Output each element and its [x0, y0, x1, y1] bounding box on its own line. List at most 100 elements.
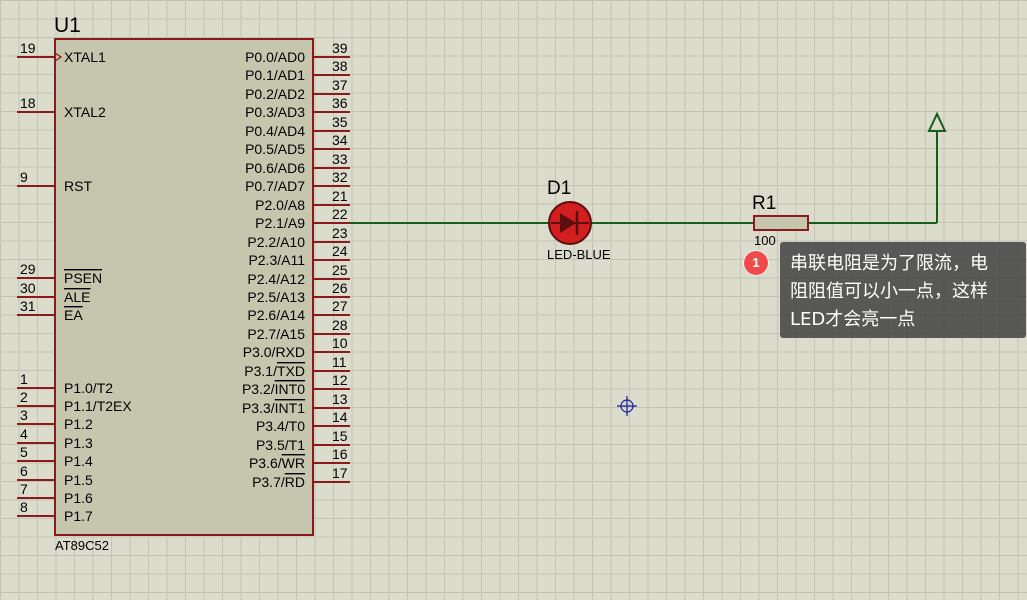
chip-u1[interactable]: U1 AT89C52 19XTAL118XTAL29RST29PSEN30ALE…: [17, 14, 350, 553]
pin-name-text: P3.0/RXD: [243, 344, 305, 360]
pin-number: 3: [20, 407, 28, 423]
pin-number: 29: [20, 261, 36, 277]
annotation-callout: 串联电阻是为了限流，电 阻阻值可以小一点，这样 LED才会亮一点: [780, 242, 1026, 338]
pin-name-overbar: INT0: [275, 381, 306, 397]
chip-pin[interactable]: 3P1.2: [17, 407, 93, 432]
pin-name: P2.6/A14: [247, 307, 305, 323]
pin-name-text: P3.4/T0: [256, 418, 305, 434]
pin-name-text: P3.7/: [252, 474, 285, 490]
pin-name: P3.3/INT1: [242, 400, 305, 416]
power-terminal[interactable]: [927, 111, 947, 132]
resistor-value-label: 100: [754, 233, 776, 248]
pin-name: P1.7: [64, 508, 93, 524]
chip-pin[interactable]: 5P1.4: [17, 444, 93, 469]
chip-pin[interactable]: 4P1.3: [17, 426, 93, 451]
led-d1[interactable]: D1 LED-BLUE: [547, 178, 611, 262]
chip-ref-label: U1: [54, 14, 81, 37]
pin-name: P0.3/AD3: [245, 104, 305, 120]
chip-pin[interactable]: 1P1.0/T2: [17, 371, 113, 396]
pin-number: 37: [332, 77, 348, 93]
resistor-body[interactable]: [753, 215, 809, 231]
pin-number: 23: [332, 225, 348, 241]
annotation-line-3: LED才会亮一点: [790, 309, 916, 330]
pin-number: 8: [20, 499, 28, 515]
chip-pin[interactable]: 6P1.5: [17, 463, 93, 488]
pin-name: P2.3/A11: [248, 252, 305, 268]
pin-name: P0.5/AD5: [245, 141, 305, 157]
pin-name: P2.0/A8: [255, 197, 305, 213]
pin-number: 39: [332, 40, 348, 56]
pin-name: ALE: [64, 289, 90, 305]
pin-number: 18: [20, 95, 36, 111]
pin-number: 14: [332, 409, 348, 425]
pin-number: 7: [20, 481, 28, 497]
crosshair-cursor-icon: [617, 396, 637, 416]
pin-number: 13: [332, 391, 348, 407]
pin-name-text: P2.4/A12: [247, 271, 305, 287]
pin-name-text: P2.1/A9: [255, 215, 305, 231]
resistor-r1[interactable]: R1 100: [752, 193, 809, 248]
pin-number: 30: [20, 280, 36, 296]
chip-part-label: AT89C52: [55, 538, 109, 553]
chip-pin[interactable]: 7P1.6: [17, 481, 93, 506]
pin-number: 4: [20, 426, 28, 442]
chip-pin[interactable]: 2P1.1/T2EX: [17, 389, 132, 414]
pin-name-text: P2.3/A11: [248, 252, 305, 268]
power-arrow-icon: [927, 111, 947, 132]
chip-right-pins: 39P0.0/AD038P0.1/AD137P0.2/AD236P0.3/AD3…: [242, 40, 350, 490]
pin-number: 12: [332, 372, 348, 388]
annotation-badge[interactable]: 1: [743, 250, 769, 276]
pin-number: 36: [332, 95, 348, 111]
pin-number: 1: [20, 371, 28, 387]
pin-name: P3.5/T1: [256, 437, 305, 453]
resistor-ref-label: R1: [752, 193, 776, 214]
pin-name: P3.1/TXD: [244, 363, 305, 379]
chip-body[interactable]: [54, 38, 314, 536]
chip-left-pins: 19XTAL118XTAL29RST29PSEN30ALE31EA1P1.0/T…: [17, 40, 132, 524]
pin-name: PSEN: [64, 270, 102, 286]
pin-name-text: P0.5/AD5: [245, 141, 305, 157]
wires: [350, 131, 938, 224]
pin-name-text: P3.3/: [242, 400, 275, 416]
pin-name: P1.2: [64, 416, 93, 432]
pin-name-text: P2.2/A10: [247, 234, 305, 250]
chip-pin[interactable]: 8P1.7: [17, 499, 93, 524]
pin-name: P2.7/A15: [247, 326, 305, 342]
pin-number: 10: [332, 335, 348, 351]
pin-name: P3.6/WR: [249, 455, 305, 471]
pin-number: 21: [332, 188, 348, 204]
pin-number: 9: [20, 169, 28, 185]
pin-number: 16: [332, 446, 348, 462]
